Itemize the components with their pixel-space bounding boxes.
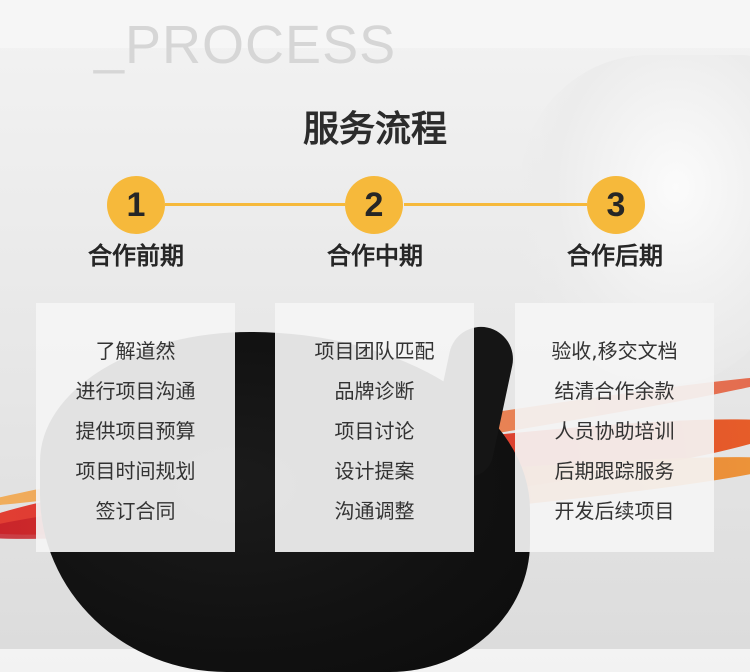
list-item: 项目时间规划 [75, 459, 196, 483]
connector-line [165, 203, 345, 206]
stage-title: 合作后期 [567, 242, 663, 270]
list-item: 开发后续项目 [554, 499, 675, 523]
stage-title: 合作前期 [88, 242, 184, 270]
list-item: 设计提案 [334, 459, 415, 483]
list-item: 验收,移交文档 [551, 339, 678, 363]
list-item: 了解道然 [95, 339, 176, 363]
list-item: 后期跟踪服务 [554, 459, 675, 483]
step-number-badge: 2 [345, 176, 403, 234]
list-item: 人员协助培训 [554, 419, 675, 443]
list-item: 项目讨论 [334, 419, 415, 443]
step-number-badge: 3 [587, 176, 645, 234]
list-item: 项目团队匹配 [314, 339, 435, 363]
connector-line [404, 203, 587, 206]
stage-card-early: 了解道然 进行项目沟通 提供项目预算 项目时间规划 签订合同 [36, 303, 235, 552]
page-title: 服务流程 [302, 109, 447, 150]
list-item: 品牌诊断 [334, 379, 415, 403]
list-item: 签订合同 [95, 499, 176, 523]
stage-card-late: 验收,移交文档 结清合作余款 人员协助培训 后期跟踪服务 开发后续项目 [515, 303, 714, 552]
list-item: 结清合作余款 [554, 379, 675, 403]
top-band [0, 0, 750, 48]
list-item: 进行项目沟通 [75, 379, 196, 403]
list-item: 沟通调整 [334, 499, 415, 523]
stage-card-middle: 项目团队匹配 品牌诊断 项目讨论 设计提案 沟通调整 [275, 303, 474, 552]
process-watermark: _PROCESS [94, 15, 397, 75]
stage-title: 合作中期 [327, 242, 423, 270]
step-number-badge: 1 [107, 176, 165, 234]
list-item: 提供项目预算 [75, 419, 196, 443]
